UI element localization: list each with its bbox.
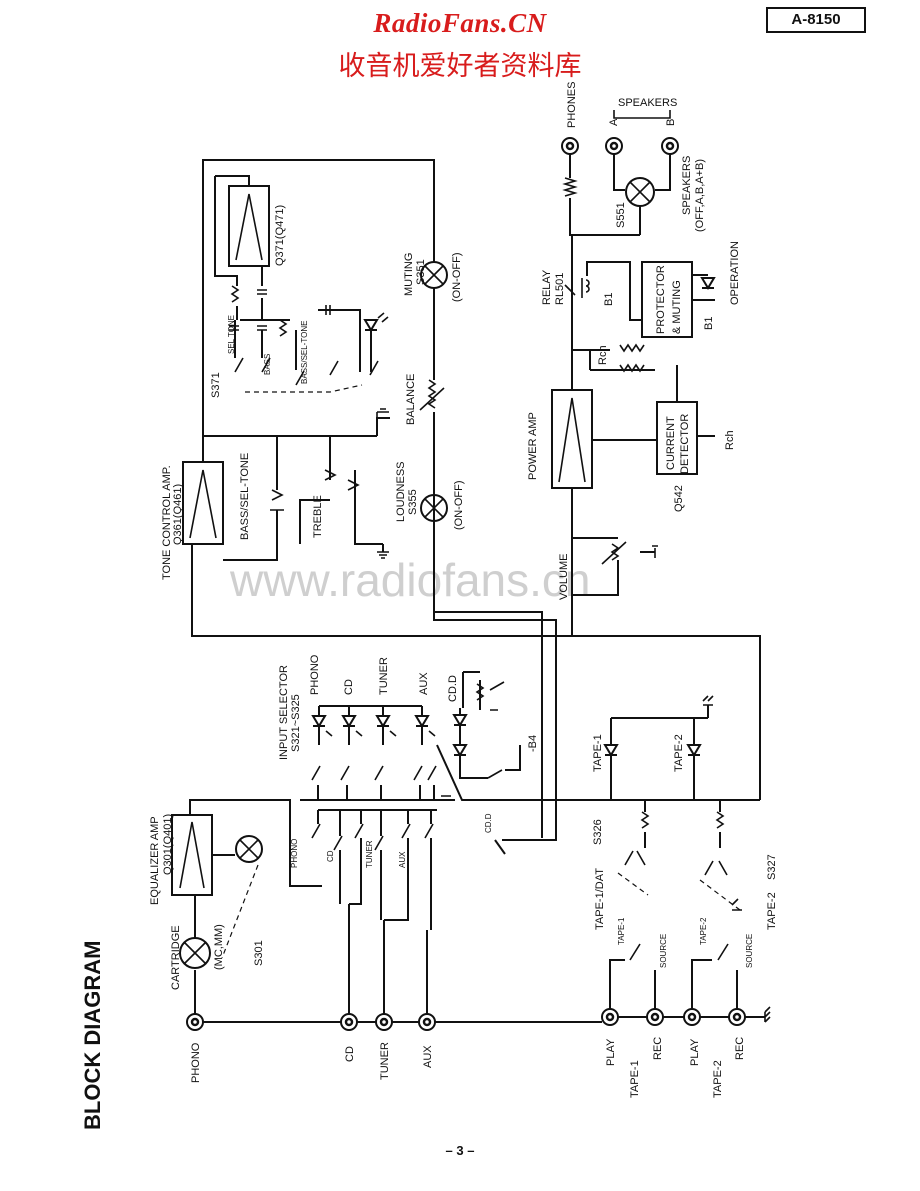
label-sel-aux: AUX: [418, 672, 430, 695]
label-tape2-play: PLAY: [689, 1038, 701, 1066]
label-equalizer-amp: EQUALIZER AMP: [149, 816, 161, 905]
label-tuner-input: TUNER: [379, 1042, 391, 1080]
label-detector: DETECTOR: [679, 414, 691, 474]
label-and-muting: & MUTING: [671, 280, 683, 334]
label-operation: OPERATION: [729, 241, 741, 305]
page-number: – 3 –: [445, 1143, 475, 1158]
label-relay: RELAY: [541, 269, 553, 305]
label-speakers-side: SPEAKERS: [681, 156, 693, 215]
label-tape1-sub: TAPE-1: [617, 917, 626, 945]
label-sw-tuner: TUNER: [365, 840, 374, 868]
label-bass: BASS: [263, 354, 272, 375]
label-loudness: LOUDNESS: [395, 461, 407, 522]
label-mc-mm: (MC,MM): [213, 924, 225, 970]
label-tape2-switch: TAPE-2: [766, 892, 778, 930]
label-power-amp: POWER AMP: [527, 412, 539, 480]
eq-indicator-lamp: [235, 835, 263, 863]
label-muting-on-off: (ON-OFF): [451, 253, 463, 302]
selector-leds: [311, 705, 436, 745]
label-b4: -B4: [527, 735, 539, 752]
label-tape1: TAPE-1: [629, 1060, 641, 1098]
watermark: www.radiofans.cn: [229, 554, 591, 606]
label-s355: S355: [407, 489, 419, 515]
input-jacks: [186, 1008, 746, 1031]
label-phones: PHONES: [566, 82, 578, 128]
label-volume: VOLUME: [558, 554, 570, 600]
label-tone-control-amp: TONE CONTROL AMP.: [161, 465, 173, 580]
label-s351: S351: [415, 259, 427, 285]
label-tape2-sub: TAPE-2: [699, 917, 708, 945]
label-s327: S327: [766, 854, 778, 880]
label-speaker-b: B: [665, 119, 677, 126]
label-s301: S301: [253, 940, 265, 966]
label-b1-protector: B1: [703, 317, 715, 330]
label-tape1-rec: REC: [652, 1037, 664, 1060]
label-q371: Q371(Q471): [274, 205, 286, 266]
label-rch-relay: Rch: [597, 345, 609, 365]
label-cd-d-switch: CD.D: [484, 813, 493, 833]
label-cd-input: CD: [344, 1046, 356, 1062]
label-input-selector-range: S321~S325: [290, 694, 302, 752]
label-source-1: SOURCE: [659, 934, 668, 968]
label-bass-sel-tone-switch: BASS/SEL-TONE: [300, 321, 309, 384]
label-sel-phono: PHONO: [309, 654, 321, 695]
label-phono-input: PHONO: [190, 1042, 202, 1083]
site-brand: RadioFans.CN: [373, 8, 547, 38]
label-cartridge: CARTRIDGE: [170, 925, 182, 990]
protector-muting-block: [641, 261, 693, 338]
label-s326: S326: [592, 819, 604, 845]
label-sel-tone: SEL TONE: [227, 315, 236, 354]
label-treble: TREBLE: [312, 495, 324, 538]
label-sw-aux: AUX: [398, 851, 407, 868]
power-amp-block: [551, 389, 593, 489]
label-protector: PROTECTOR: [655, 265, 667, 334]
label-current: CURRENT: [665, 416, 677, 470]
label-loudness-on-off: (ON-OFF): [453, 481, 465, 530]
label-rl501: RL501: [554, 273, 566, 305]
label-tape2: TAPE-2: [712, 1060, 724, 1098]
label-cd-d: CD.D: [447, 675, 459, 702]
current-detector-block: [656, 401, 698, 475]
label-rch-detector: Rch: [724, 430, 736, 450]
label-tone-transistor: Q361(Q461): [172, 484, 184, 545]
tape-leds: [603, 695, 714, 757]
label-input-selector: INPUT SELECTOR: [278, 665, 290, 760]
label-bass-sel-tone: BASS/SEL-TONE: [239, 453, 251, 540]
equalizer-amp-block: [171, 814, 213, 896]
label-sw-cd: CD: [326, 850, 335, 862]
label-sel-cd: CD: [343, 679, 355, 695]
label-s371: S371: [210, 372, 222, 398]
model-number: A-8150: [766, 7, 866, 33]
label-q542: Q542: [673, 485, 685, 512]
label-s551: S551: [615, 202, 627, 228]
label-tape1-led: TAPE-1: [592, 734, 604, 772]
diagram-title: BLOCK DIAGRAM: [80, 941, 105, 1130]
tone-control-amp-block: [182, 461, 224, 545]
label-b1-relay: B1: [603, 293, 615, 306]
label-speakers-modes: (OFF,A,B,A+B): [694, 159, 706, 232]
label-speaker-a: A: [608, 118, 620, 126]
label-eq-transistor: Q301(Q401): [162, 814, 174, 875]
label-speakers-top: SPEAKERS: [618, 97, 677, 109]
label-tape1-play: PLAY: [605, 1038, 617, 1066]
site-brand-chinese: 收音机爱好者资料库: [338, 51, 582, 82]
label-tape1-dat: TAPE-1/DAT: [594, 868, 606, 930]
label-aux-input: AUX: [422, 1045, 434, 1068]
label-balance: BALANCE: [405, 374, 417, 425]
label-sel-tuner: TUNER: [378, 657, 390, 695]
label-sw-phono: PHONO: [290, 839, 299, 868]
label-tape2-led: TAPE-2: [673, 734, 685, 772]
label-tape2-rec: REC: [734, 1037, 746, 1060]
label-source-2: SOURCE: [745, 934, 754, 968]
label-muting: MUTING: [403, 253, 415, 296]
